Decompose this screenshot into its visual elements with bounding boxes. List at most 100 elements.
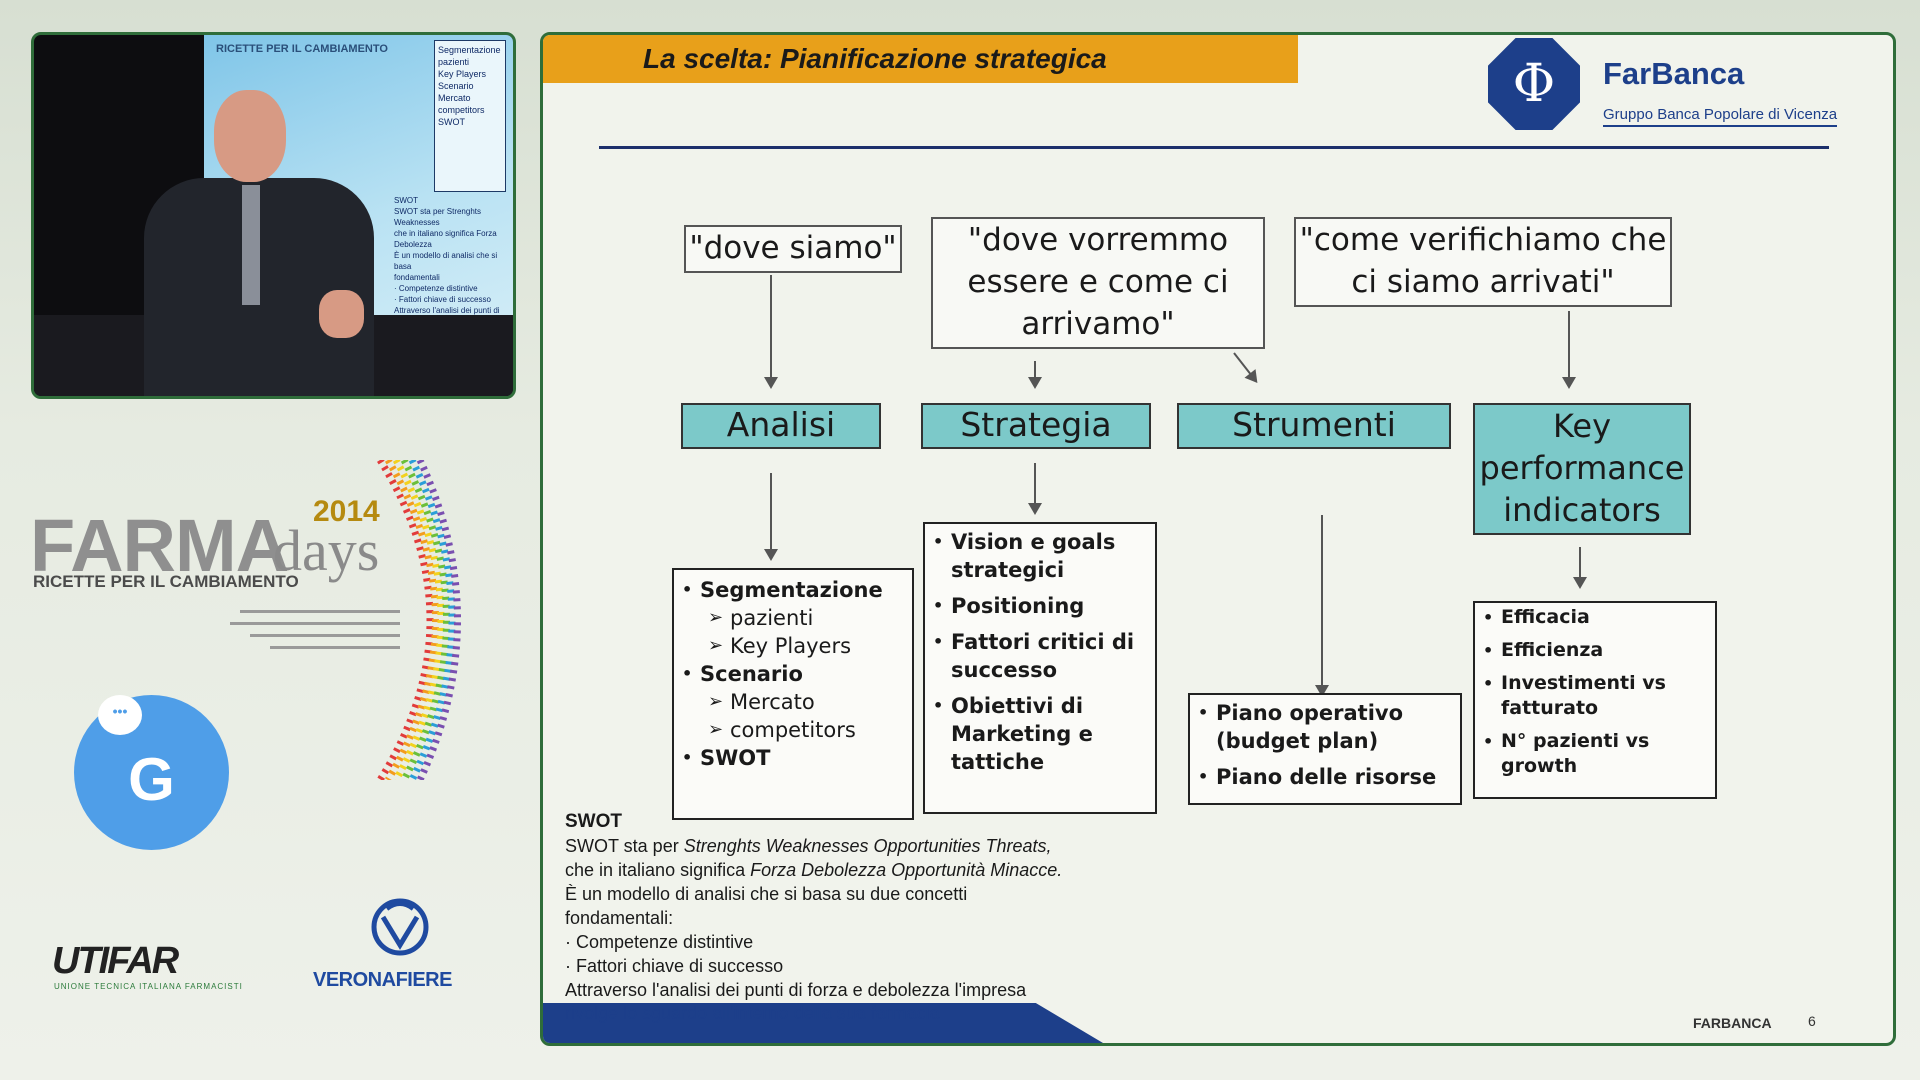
veronafiere-logo: VERONAFIERE [305, 895, 505, 995]
list-item: pazienti [678, 604, 908, 632]
arrow-down [764, 473, 778, 561]
farbanca-subtitle: Gruppo Banca Popolare di Vicenza [1603, 106, 1838, 127]
list-item: Piano operativo (budget plan) [1194, 699, 1456, 755]
swot-line: Attraverso l'analisi dei punti di forza … [565, 980, 1027, 1000]
swot-line-last: rivolge lo sguardo all'interno della sua… [565, 1003, 940, 1023]
page-number: 6 [1808, 1013, 1816, 1029]
list-item: Investimenti vs fatturato [1479, 671, 1711, 721]
question-box-come-verifichiamo: "come verifichiamo che ci siamo arrivati… [1294, 217, 1672, 307]
list-item: Positioning [929, 592, 1151, 620]
projected-line: · Competenze distintive [394, 284, 478, 293]
swot-line: · Competenze distintive [565, 932, 754, 952]
arrow-down [1315, 515, 1329, 697]
swot-line: · Fattori chiave di successo [565, 956, 784, 976]
list-item: Key Players [678, 632, 908, 660]
projected-item: Mercato [438, 93, 471, 103]
slide-title: La scelta: Pianificazione strategica [643, 43, 1107, 74]
header-strumenti: Strumenti [1177, 403, 1451, 449]
projected-slide-list-box: Segmentazione pazienti Key Players Scena… [434, 40, 506, 192]
list-item: Piano delle risorse [1194, 763, 1456, 791]
strumenti-list: Piano operativo (budget plan) Piano delle… [1194, 699, 1456, 791]
farbanca-name: FarBanca [1603, 56, 1745, 91]
projected-slide-title: RICETTE PER IL CAMBIAMENTO [216, 43, 388, 55]
utifar-subtitle: UNIONE TECNICA ITALIANA FARMACISTI [54, 982, 243, 991]
projected-line: È un modello di analisi che si basa [394, 251, 498, 271]
list-item: Mercato [678, 688, 908, 716]
speaker-hand [319, 290, 364, 338]
swot-line: fondamentali: [565, 908, 674, 928]
strumenti-list-box: Piano operativo (budget plan) Piano delle… [1188, 693, 1462, 805]
question-box-dove-siamo: "dove siamo" [684, 225, 902, 273]
logo-word: FARMA [30, 504, 289, 587]
projected-line: che in italiano significa Forza Debolezz… [394, 229, 497, 249]
list-item: Scenario [678, 660, 908, 688]
projected-slide-list: Segmentazione pazienti Key Players Scena… [435, 41, 505, 131]
app-glyph-icon: G [128, 746, 175, 813]
header-text: Analisi [726, 405, 836, 444]
projected-item: Segmentazione [438, 45, 501, 55]
presentation-slide: La scelta: Pianificazione strategica Φ F… [540, 32, 1896, 1046]
header-strategia: Strategia [921, 403, 1151, 449]
arrow-down [1028, 463, 1042, 515]
speaker-video-panel: RICETTE PER IL CAMBIAMENTO Segmentazione… [31, 32, 516, 399]
arrow-down [1028, 361, 1042, 389]
projected-item: Scenario [438, 81, 474, 91]
speaker-head [214, 90, 286, 182]
projected-item: competitors [438, 105, 485, 115]
farmadays-logo: FARMA 2014 days RICETTE PER IL CAMBIAMEN… [30, 495, 530, 625]
question-text: "dove siamo" [689, 230, 897, 266]
list-item: Vision e goals strategici [929, 528, 1151, 584]
question-text: "dove vorremmo essere e come ci arrivamo… [967, 222, 1229, 342]
projected-line: SWOT sta per Strenghts Weaknesses [394, 207, 481, 227]
arrow-down [1562, 311, 1576, 389]
utifar-logo: UTIFAR UNIONE TECNICA ITALIANA FARMACIST… [52, 940, 267, 1000]
rainbow-dots-graphic [230, 460, 461, 780]
list-item: Obiettivi di Marketing e tattiche [929, 692, 1151, 776]
header-kpi: Key performance indicators [1473, 403, 1691, 535]
farbanca-phi-icon: Φ [1488, 38, 1580, 130]
list-item: Fattori critici di successo [929, 628, 1151, 684]
projected-line: SWOT [394, 196, 418, 205]
swot-line: che in italiano significa Forza Debolezz… [565, 860, 1063, 880]
list-item: N° pazienti vs growth [1479, 729, 1711, 779]
header-analisi: Analisi [681, 403, 881, 449]
projected-line: fondamentali [394, 273, 440, 282]
strategia-list-box: Vision e goals strategiciPositioningFatt… [923, 522, 1157, 814]
speaker-tie [242, 185, 260, 305]
header-text: Key performance indicators [1479, 407, 1685, 529]
footer-brand: FARBANCA [1693, 1015, 1772, 1031]
kpi-list-box: EfficaciaEfficienzaInvestimenti vs fattu… [1473, 601, 1717, 799]
projected-item: SWOT [438, 117, 465, 127]
question-text: "come verifichiamo che ci siamo arrivati… [1299, 222, 1667, 300]
swot-line: È un modello di analisi che si basa su d… [565, 884, 968, 904]
arrow-down [1573, 547, 1587, 589]
projected-item: pazienti [438, 57, 470, 67]
logo-tagline: RICETTE PER IL CAMBIAMENTO [33, 572, 299, 591]
farbanca-logo: Φ FarBanca Gruppo Banca Popolare di Vice… [1488, 38, 1868, 138]
veronafiere-name: VERONAFIERE [313, 969, 452, 991]
speech-bubble-icon: ••• [98, 695, 142, 735]
kpi-list: EfficaciaEfficienzaInvestimenti vs fattu… [1479, 605, 1711, 779]
strategia-list: Vision e goals strategiciPositioningFatt… [929, 528, 1151, 776]
projected-item: Key Players [438, 69, 487, 79]
utifar-name: UTIFAR [52, 940, 179, 982]
logo-script: days [273, 518, 380, 583]
chat-app-icon: ••• G [74, 695, 229, 850]
swot-explanation: SWOT SWOT sta per Strenghts Weaknesses O… [565, 810, 1165, 1002]
list-item: Efficacia [1479, 605, 1711, 630]
speaker-figure [144, 90, 374, 396]
projected-slide-text: SWOT SWOT sta per Strenghts Weaknesses c… [394, 195, 509, 345]
logo-year: 2014 [313, 495, 380, 528]
projected-line: · Fattori chiave di successo [394, 295, 491, 304]
list-item: Segmentazione [678, 576, 908, 604]
list-item: SWOT [678, 744, 908, 772]
list-item: competitors [678, 716, 908, 744]
slide-title-bar: La scelta: Pianificazione strategica [543, 35, 1298, 83]
veronafiere-mark-icon [371, 898, 429, 956]
list-item: Efficienza [1479, 638, 1711, 663]
header-text: Strategia [960, 405, 1112, 444]
swot-heading: SWOT [565, 811, 622, 832]
swot-line: SWOT sta per Strenghts Weaknesses Opport… [565, 836, 1052, 856]
